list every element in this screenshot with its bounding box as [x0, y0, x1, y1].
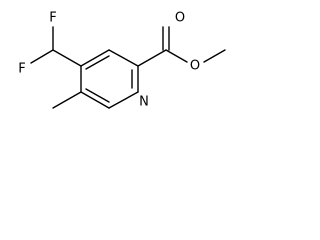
bond-c2-carbonyl-carbon: [137, 49, 167, 67]
atom-fluorine-left: F: [18, 62, 25, 77]
atom-oxygen-carbonyl: O: [175, 11, 185, 26]
bond-chf2-f-left: [30, 49, 54, 64]
bond-carbonyl-carbon-ester-oxygen: [165, 49, 188, 63]
bond-ring-c6-c5-inner: [85, 88, 110, 103]
bond-ring-c3-c2: [108, 49, 139, 67]
atom-oxygen-ester: O: [190, 59, 200, 74]
bond-ring-n-c6: [108, 91, 139, 109]
chemical-structure: F F O O N: [18, 11, 226, 110]
bond-ring-c4-c3: [80, 49, 110, 67]
bond-ring-c3-c3-inner: [85, 55, 110, 70]
bond-c4-chf2: [52, 49, 82, 67]
bond-ring-c6-c5: [80, 91, 110, 109]
atom-nitrogen-ring: N: [139, 95, 149, 110]
bond-c5-methyl: [52, 91, 82, 109]
bond-ester-oxygen-methyl: [203, 49, 226, 63]
atom-fluorine-top: F: [49, 11, 56, 26]
